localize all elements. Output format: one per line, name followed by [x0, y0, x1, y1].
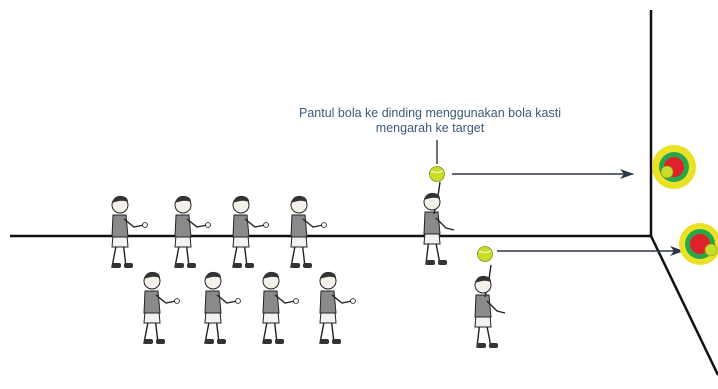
child-figure-icon — [319, 271, 356, 344]
child-figure-icon — [423, 181, 455, 265]
child-figure-icon — [111, 195, 148, 268]
child-figure-icon — [290, 195, 327, 268]
child-figure-icon — [262, 271, 299, 344]
target-icon — [652, 145, 696, 189]
child-figure-icon — [232, 195, 269, 268]
ball-icon — [477, 246, 493, 262]
target-icon — [679, 223, 718, 265]
caption-line-1: Pantul bola ke dinding menggunakan bola … — [299, 106, 561, 120]
wall-corner-line — [649, 235, 718, 376]
ball-icon — [429, 166, 445, 182]
child-figure-icon — [143, 271, 180, 344]
child-figure-icon — [474, 264, 506, 348]
players-group — [111, 181, 506, 348]
child-figure-icon — [204, 271, 241, 344]
caption-line-2: mengarah ke target — [375, 121, 485, 135]
child-figure-icon — [174, 195, 211, 268]
instruction-caption: Pantul bola ke dinding menggunakan bola … — [255, 106, 605, 136]
